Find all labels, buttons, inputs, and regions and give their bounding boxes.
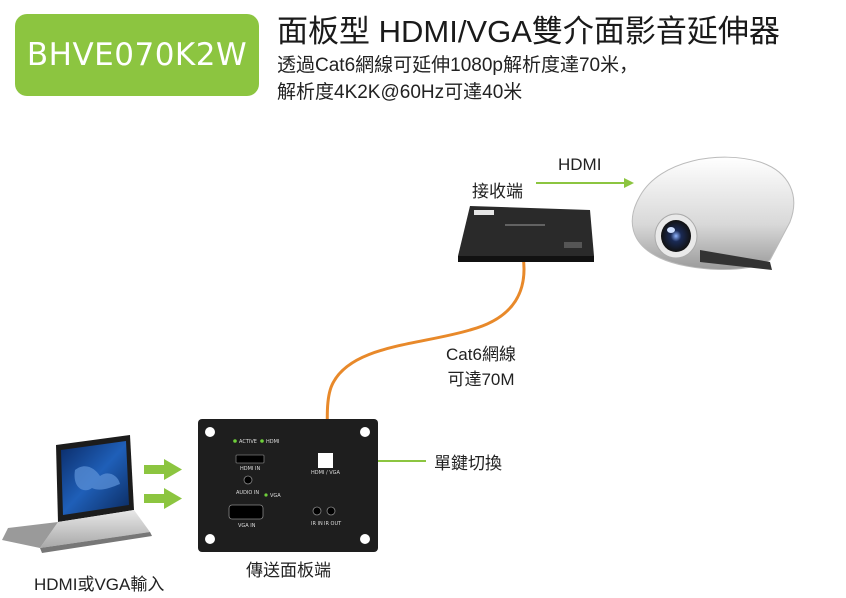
subtitle-line-2: 解析度4K2K@60Hz可達40米 [277, 82, 523, 103]
panel-ir-out-label: IR OUT [324, 521, 342, 527]
panel-hdmi-in-label: HDMI IN [240, 466, 260, 472]
panel-active-label: ACTIVE [239, 439, 257, 445]
model-badge: BHVE070K2W [15, 14, 259, 96]
cat6-cable [325, 255, 526, 449]
cable-label: Cat6網線 可達70M [436, 342, 526, 392]
switch-label: 單鍵切換 [434, 454, 502, 473]
subtitle-line-1: 透過Cat6網線可延伸1080p解析度達70米， [277, 55, 639, 76]
page-title: 面板型 HDMI/VGA雙介面影音延伸器 [277, 14, 780, 49]
receiver-label: 接收端 [472, 182, 523, 201]
input-arrow-vga [144, 488, 182, 509]
cable-label-line-1: Cat6網線 [446, 345, 516, 364]
hdmi-arrow [536, 178, 634, 188]
receiver-box-icon [458, 206, 594, 262]
laptop-icon [2, 435, 152, 553]
panel-audio-in-label: AUDIO IN [236, 490, 259, 496]
panel-ir-in-label: IR IN [311, 521, 323, 527]
transmitter-label: 傳送面板端 [246, 561, 331, 580]
panel-switch-label: HDMI / VGA [311, 470, 341, 476]
wall-plate-icon: ACTIVE HDMI HDMI IN AUDIO IN VGA VGA IN … [198, 419, 378, 552]
input-label: HDMI或VGA輸入 [34, 575, 165, 594]
cable-label-line-2: 可達70M [447, 370, 515, 389]
input-arrow-hdmi [144, 459, 182, 480]
panel-vga-led-label: VGA [270, 493, 281, 499]
panel-hdmi-led-label: HDMI [266, 439, 279, 445]
hdmi-output-label: HDMI [558, 155, 602, 174]
projector-icon [631, 156, 795, 271]
panel-vga-in-label: VGA IN [238, 523, 256, 529]
